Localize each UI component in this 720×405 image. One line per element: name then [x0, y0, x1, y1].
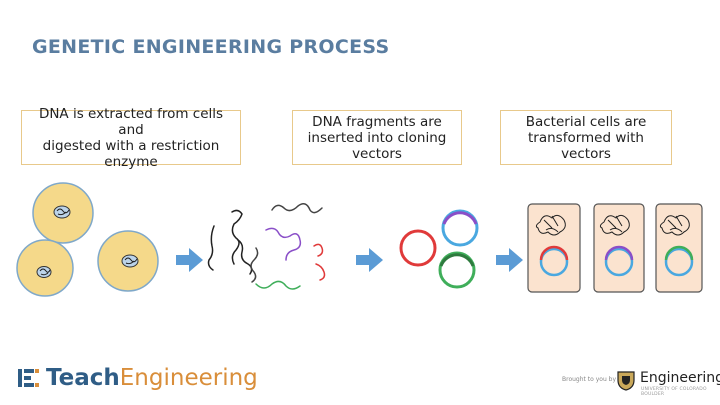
partner-subtitle: UNIVERSITY OF COLORADO BOULDER — [641, 387, 707, 397]
cell — [32, 182, 94, 244]
teachengineering-logo: TeachEngineering — [18, 366, 258, 390]
arrow-right-icon — [356, 248, 383, 272]
dna-fragments — [207, 203, 326, 290]
cell — [16, 239, 74, 297]
plasmid-vectors — [399, 209, 479, 289]
page-title: GENETIC ENGINEERING PROCESS — [32, 36, 390, 58]
cu-logo-icon — [617, 371, 635, 391]
credit-text: Brought to you by — [562, 376, 617, 383]
arrow-right-icon — [496, 248, 523, 272]
brand-engineering: Engineering — [119, 365, 258, 391]
step-2-caption: DNA fragments are inserted into cloning … — [292, 110, 462, 165]
bacterium — [655, 203, 703, 293]
brand-teach: Teach — [46, 365, 120, 391]
teachengineering-logo-icon — [18, 369, 39, 387]
partner-name: Engineering — [640, 370, 720, 386]
bacterium — [527, 203, 581, 293]
step-3-caption: Bacterial cells are transformed with vec… — [500, 110, 672, 165]
step-1-caption: DNA is extracted from cells and digested… — [21, 106, 241, 170]
cell — [97, 230, 159, 292]
eukaryotic-cells — [16, 182, 159, 297]
bacterial-cells — [527, 203, 703, 293]
arrow-right-icon — [176, 248, 203, 272]
bacterium — [593, 203, 645, 293]
